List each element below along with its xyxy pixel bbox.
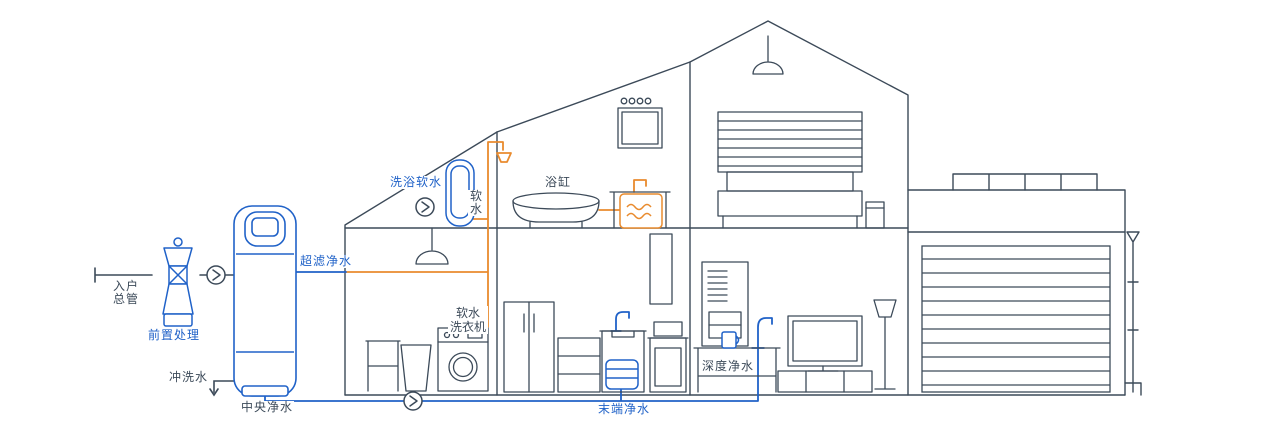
central-purifier-illustration	[233, 205, 297, 397]
tv-illustration	[787, 315, 863, 372]
label-deep-purifier: 深度净水	[701, 359, 756, 373]
vanity-counter	[609, 191, 671, 229]
label-soft-water: 软 水	[468, 189, 484, 216]
trash-bin	[865, 201, 885, 229]
side-table	[365, 340, 401, 392]
terminal-purifier-illustration	[605, 359, 639, 390]
label-flush-water: 冲洗水	[168, 370, 210, 384]
sink-cabinet	[599, 330, 647, 393]
pre-filter-illustration	[162, 237, 194, 327]
supply-line	[94, 267, 235, 397]
kitchen-cabinet	[557, 337, 601, 393]
tv-console	[777, 370, 873, 393]
fridge-illustration	[503, 301, 555, 393]
mirror-cabinet	[617, 97, 663, 149]
laundry-basket	[400, 344, 432, 392]
bathtub-illustration	[512, 192, 600, 229]
purifier-stand	[693, 347, 781, 393]
label-inlet-main: 入户 总管	[110, 280, 142, 306]
oven-unit	[647, 321, 689, 393]
flow-direction-icons	[206, 197, 435, 411]
label-soft-water-washer: 软水 洗衣机	[448, 306, 488, 334]
label-terminal-purifier: 末端净水	[597, 402, 652, 416]
washing-machine-illustration	[437, 327, 489, 392]
bath-water-heater-illustration	[619, 193, 663, 229]
pipes-blue	[264, 271, 773, 402]
label-bath-softener: 洗浴软水	[389, 175, 444, 189]
flow-direction-icon	[415, 197, 435, 217]
pipes-orange	[345, 141, 647, 328]
interior-door	[649, 233, 673, 305]
flow-direction-icon	[403, 391, 423, 411]
ceiling-lamp-icon	[415, 227, 449, 265]
label-ultrafiltration: 超滤净水	[299, 254, 354, 268]
flow-direction-icon	[206, 265, 226, 285]
label-central-purifier: 中央净水	[240, 400, 295, 414]
bed-illustration	[717, 111, 863, 229]
garage-door-illustration	[921, 245, 1111, 393]
label-bathtub: 浴缸	[544, 175, 573, 189]
ceiling-lamp-icon	[752, 35, 784, 75]
water-pitcher-icon	[721, 331, 740, 349]
floor-lamp-icon	[873, 299, 897, 390]
label-pre-treatment: 前置处理	[147, 328, 202, 342]
